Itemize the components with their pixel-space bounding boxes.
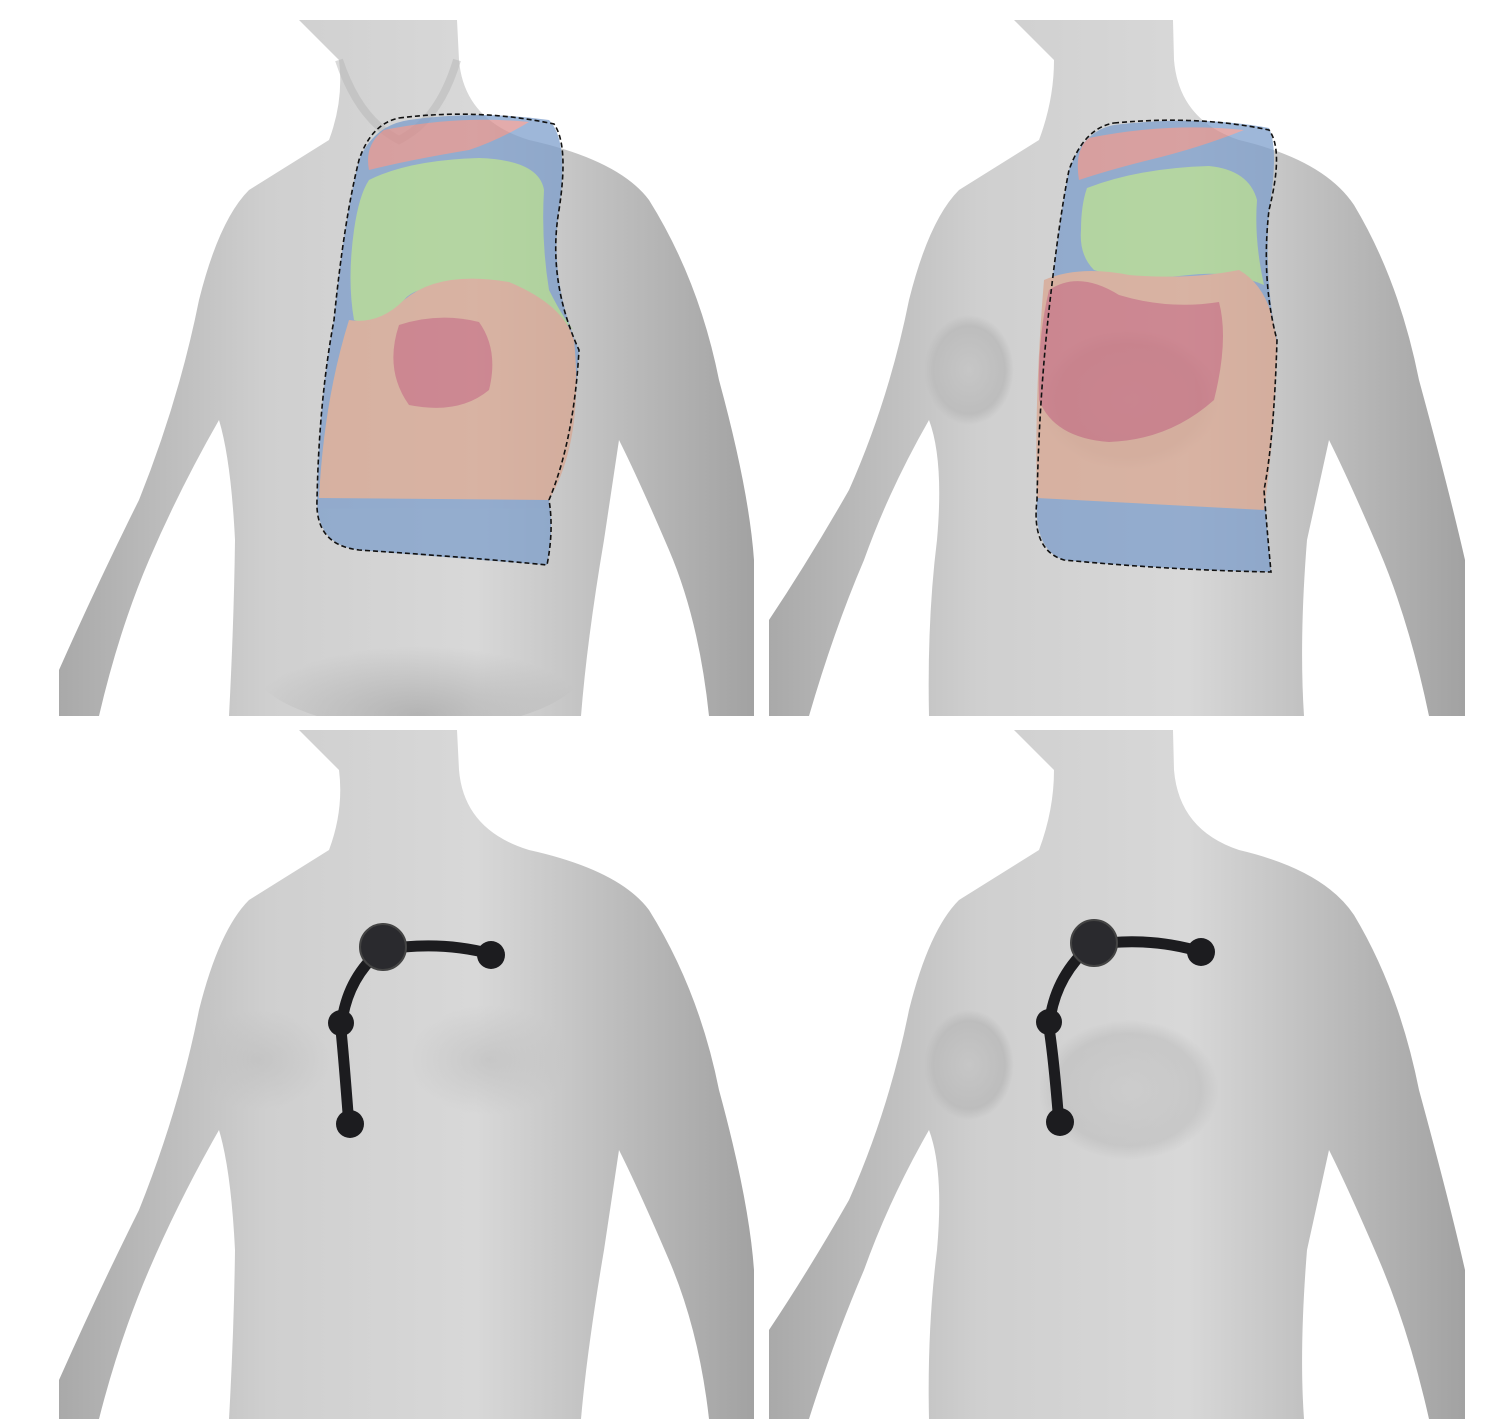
female-torso-heatmap-panel [769,20,1465,716]
zone-red-core [393,318,492,408]
female-torso-device-panel [769,730,1465,1419]
heatmap-zones [1036,121,1277,572]
body-silhouette [769,730,1465,1419]
heatmap-zones [317,115,579,565]
device-node-hub [1071,920,1117,966]
male-torso-device-panel [59,730,754,1419]
device-node-mid [328,1010,354,1036]
male-torso-heatmap-illustration [59,20,754,716]
male-torso-device-illustration [59,730,754,1419]
body-silhouette [59,730,754,1419]
device-node-mid [1036,1009,1062,1035]
female-torso-heatmap-illustration [769,20,1465,716]
device-node-lower [1046,1108,1074,1136]
zone-green [1081,166,1264,285]
device-node-lower [336,1110,364,1138]
device-node-hub [360,924,406,970]
female-torso-device-illustration [769,730,1465,1419]
male-torso-heatmap-panel [59,20,754,716]
device-node-shoulder [1187,938,1215,966]
device-node-shoulder [477,941,505,969]
